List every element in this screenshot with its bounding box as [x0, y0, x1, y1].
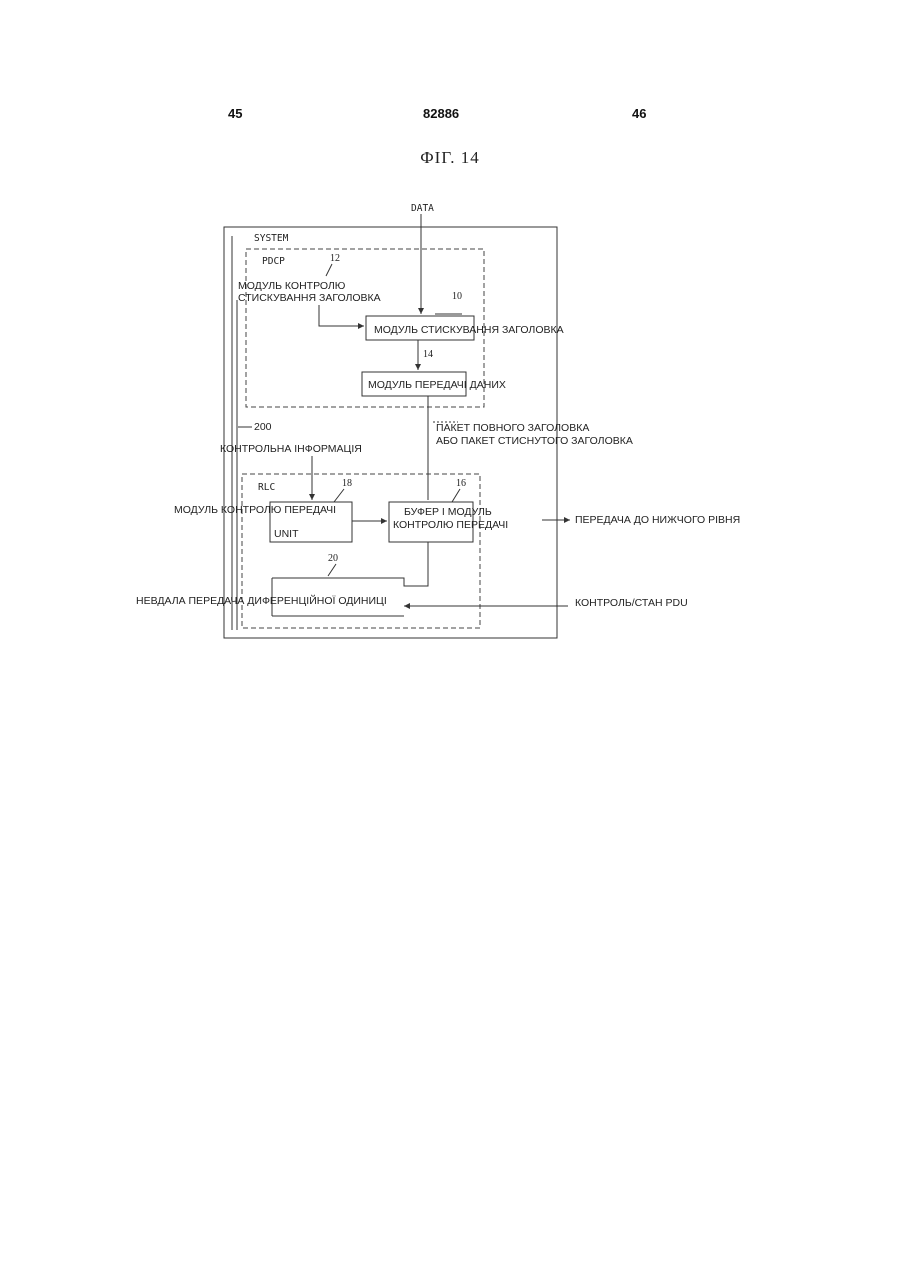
pdcp-label: PDCP — [262, 256, 285, 267]
buffer-to-diff-unit-line — [272, 542, 428, 586]
header-compression-module-label: МОДУЛЬ СТИСКУВАННЯ ЗАГОЛОВКА — [374, 324, 564, 336]
system-label: SYSTEM — [254, 233, 289, 244]
packet-label-2: АБО ПАКЕТ СТИСНУТОГО ЗАГОЛОВКА — [436, 435, 633, 447]
ref-12-leader — [326, 264, 332, 276]
ref-12: 12 — [330, 253, 340, 264]
lower-layer-label: ПЕРЕДАЧА ДО НИЖЧОГО РІВНЯ — [575, 514, 740, 526]
unit-label: UNIT — [274, 528, 299, 540]
ref-20-leader — [328, 564, 336, 576]
ref-18-leader — [334, 489, 344, 502]
control-status-label: КОНТРОЛЬ/СТАН PDU — [575, 597, 688, 609]
ref-10: 10 — [452, 291, 462, 302]
buffer-module-label-1: БУФЕР І МОДУЛЬ — [404, 506, 492, 518]
ref-14: 14 — [423, 349, 433, 360]
data-transfer-module-label: МОДУЛЬ ПЕРЕДАЧІ ДАНИХ — [368, 379, 506, 391]
packet-label-1: ПАКЕТ ПОВНОГО ЗАГОЛОВКА — [436, 422, 589, 434]
ref-20: 20 — [328, 553, 338, 564]
header-control-module-label-2: СТИСКУВАННЯ ЗАГОЛОВКА — [238, 292, 381, 304]
buffer-module-label-2: КОНТРОЛЮ ПЕРЕДАЧІ — [393, 519, 508, 531]
rlc-label: RLC — [258, 482, 275, 493]
control-to-compression-arrow — [319, 305, 364, 326]
data-input-label: DATA — [411, 203, 434, 214]
ref-16: 16 — [456, 478, 466, 489]
control-info-label: КОНТРОЛЬНА ІНФОРМАЦІЯ — [220, 443, 362, 455]
header-control-module-label-1: МОДУЛЬ КОНТРОЛЮ — [238, 280, 346, 292]
failed-transfer-label: НЕВДАЛА ПЕРЕДАЧА ДИФЕРЕНЦІЙНОЇ ОДИНИЦІ — [136, 594, 387, 607]
ref-16-leader — [452, 489, 460, 502]
ref-18: 18 — [342, 478, 352, 489]
transfer-control-module-label: МОДУЛЬ КОНТРОЛЮ ПЕРЕДАЧІ — [174, 504, 336, 516]
ref-200: 200 — [254, 421, 272, 433]
